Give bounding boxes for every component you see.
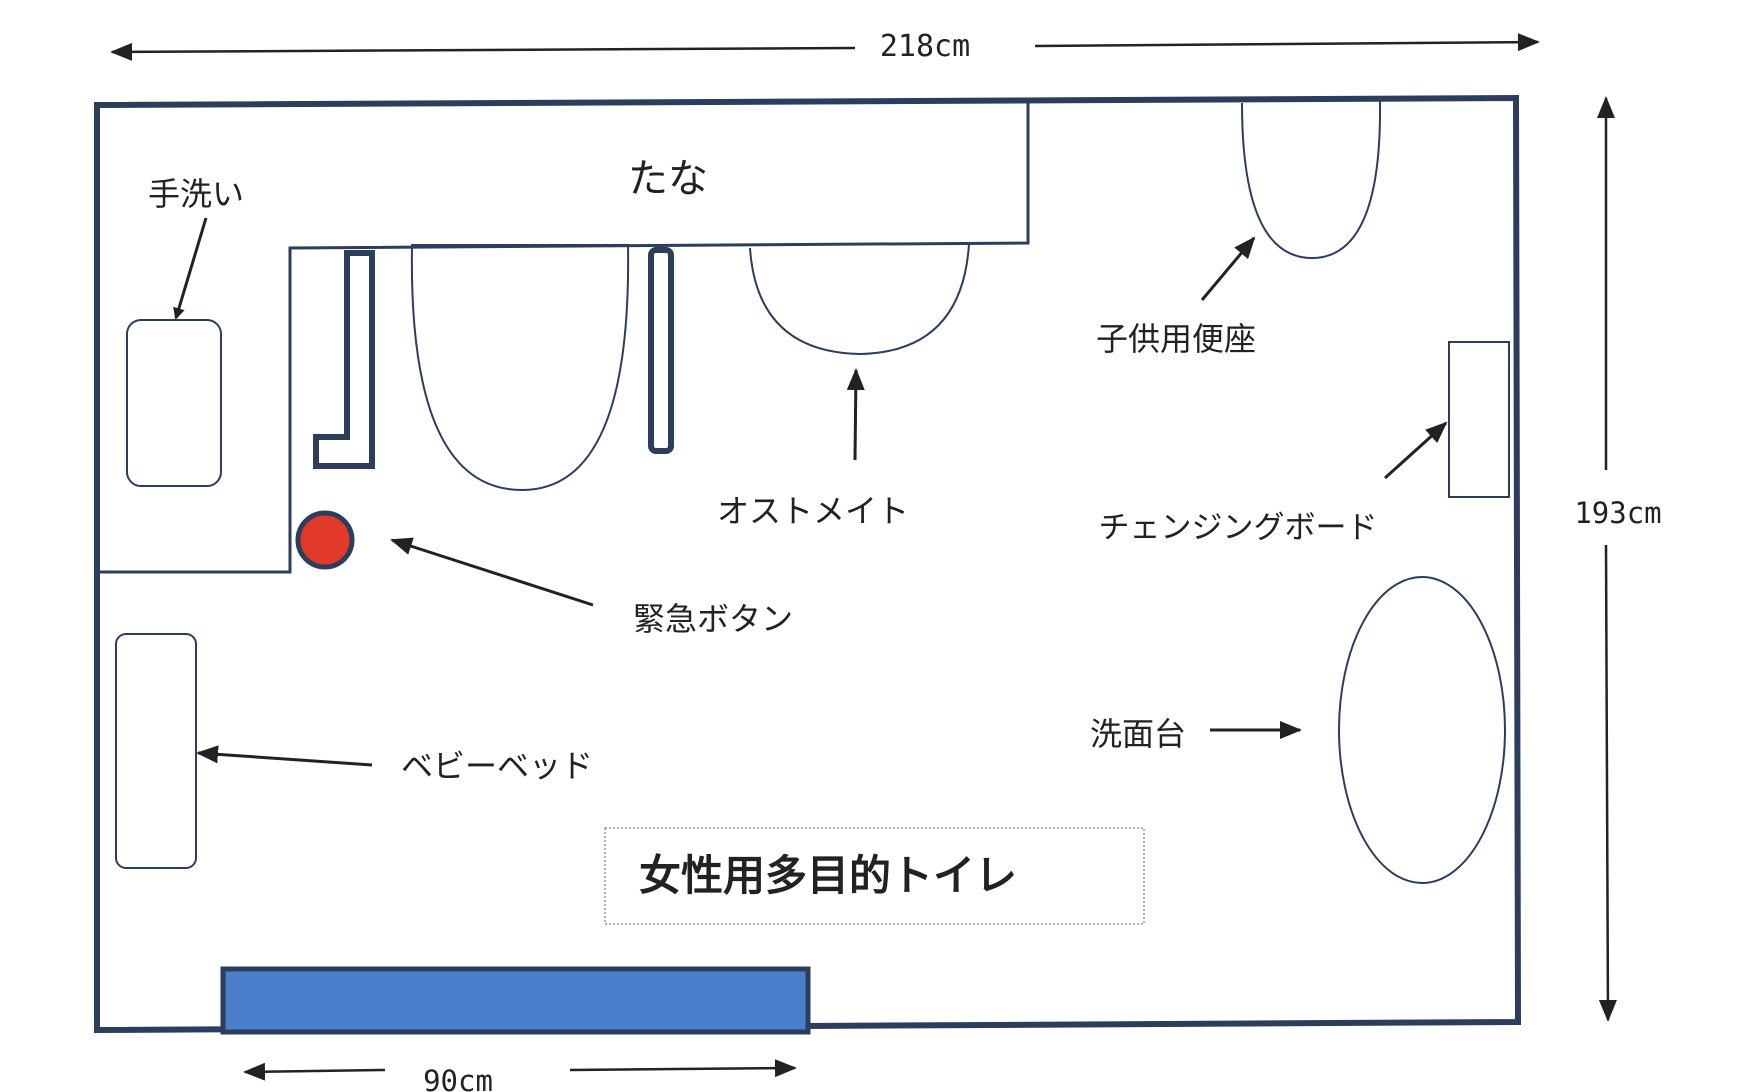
emergency-button xyxy=(295,510,355,570)
room-walls xyxy=(94,94,1522,1034)
title-box xyxy=(604,827,1145,925)
width-dimension: 218cm xyxy=(110,29,1540,64)
changing-board-label: チェンジングボード xyxy=(1099,510,1378,546)
grab-bar xyxy=(648,247,674,454)
door-dimension: 90cm xyxy=(243,1059,797,1092)
ostomate-label: オストメイト xyxy=(717,492,909,530)
child-seat-label: 子供用便座 xyxy=(1096,320,1256,358)
door-width-label: 90cm xyxy=(423,1064,493,1092)
l-grab-bar xyxy=(313,250,375,469)
hand-wash-sink xyxy=(126,319,222,487)
door xyxy=(220,966,811,1035)
washbasin xyxy=(1338,576,1506,884)
ostomate-basin xyxy=(749,243,970,356)
hand-wash-label: 手洗い xyxy=(148,175,244,213)
washbasin-label: 洗面台 xyxy=(1090,715,1186,753)
shelf-label: たな xyxy=(628,156,708,202)
page-title: 女性用多目的トイレ xyxy=(639,851,1017,900)
changing-board xyxy=(1448,341,1510,498)
shelf-outline xyxy=(97,103,1030,574)
width-label: 218cm xyxy=(880,29,970,64)
toilet-bowl xyxy=(410,244,630,492)
height-label: 193cm xyxy=(1574,496,1661,530)
height-dimension: 193cm xyxy=(1574,96,1662,1022)
child-seat xyxy=(1241,100,1382,260)
baby-bed xyxy=(115,633,197,869)
baby-bed-label: ベビーベッド xyxy=(401,747,593,785)
emergency-button-label: 緊急ボタン xyxy=(633,600,793,638)
